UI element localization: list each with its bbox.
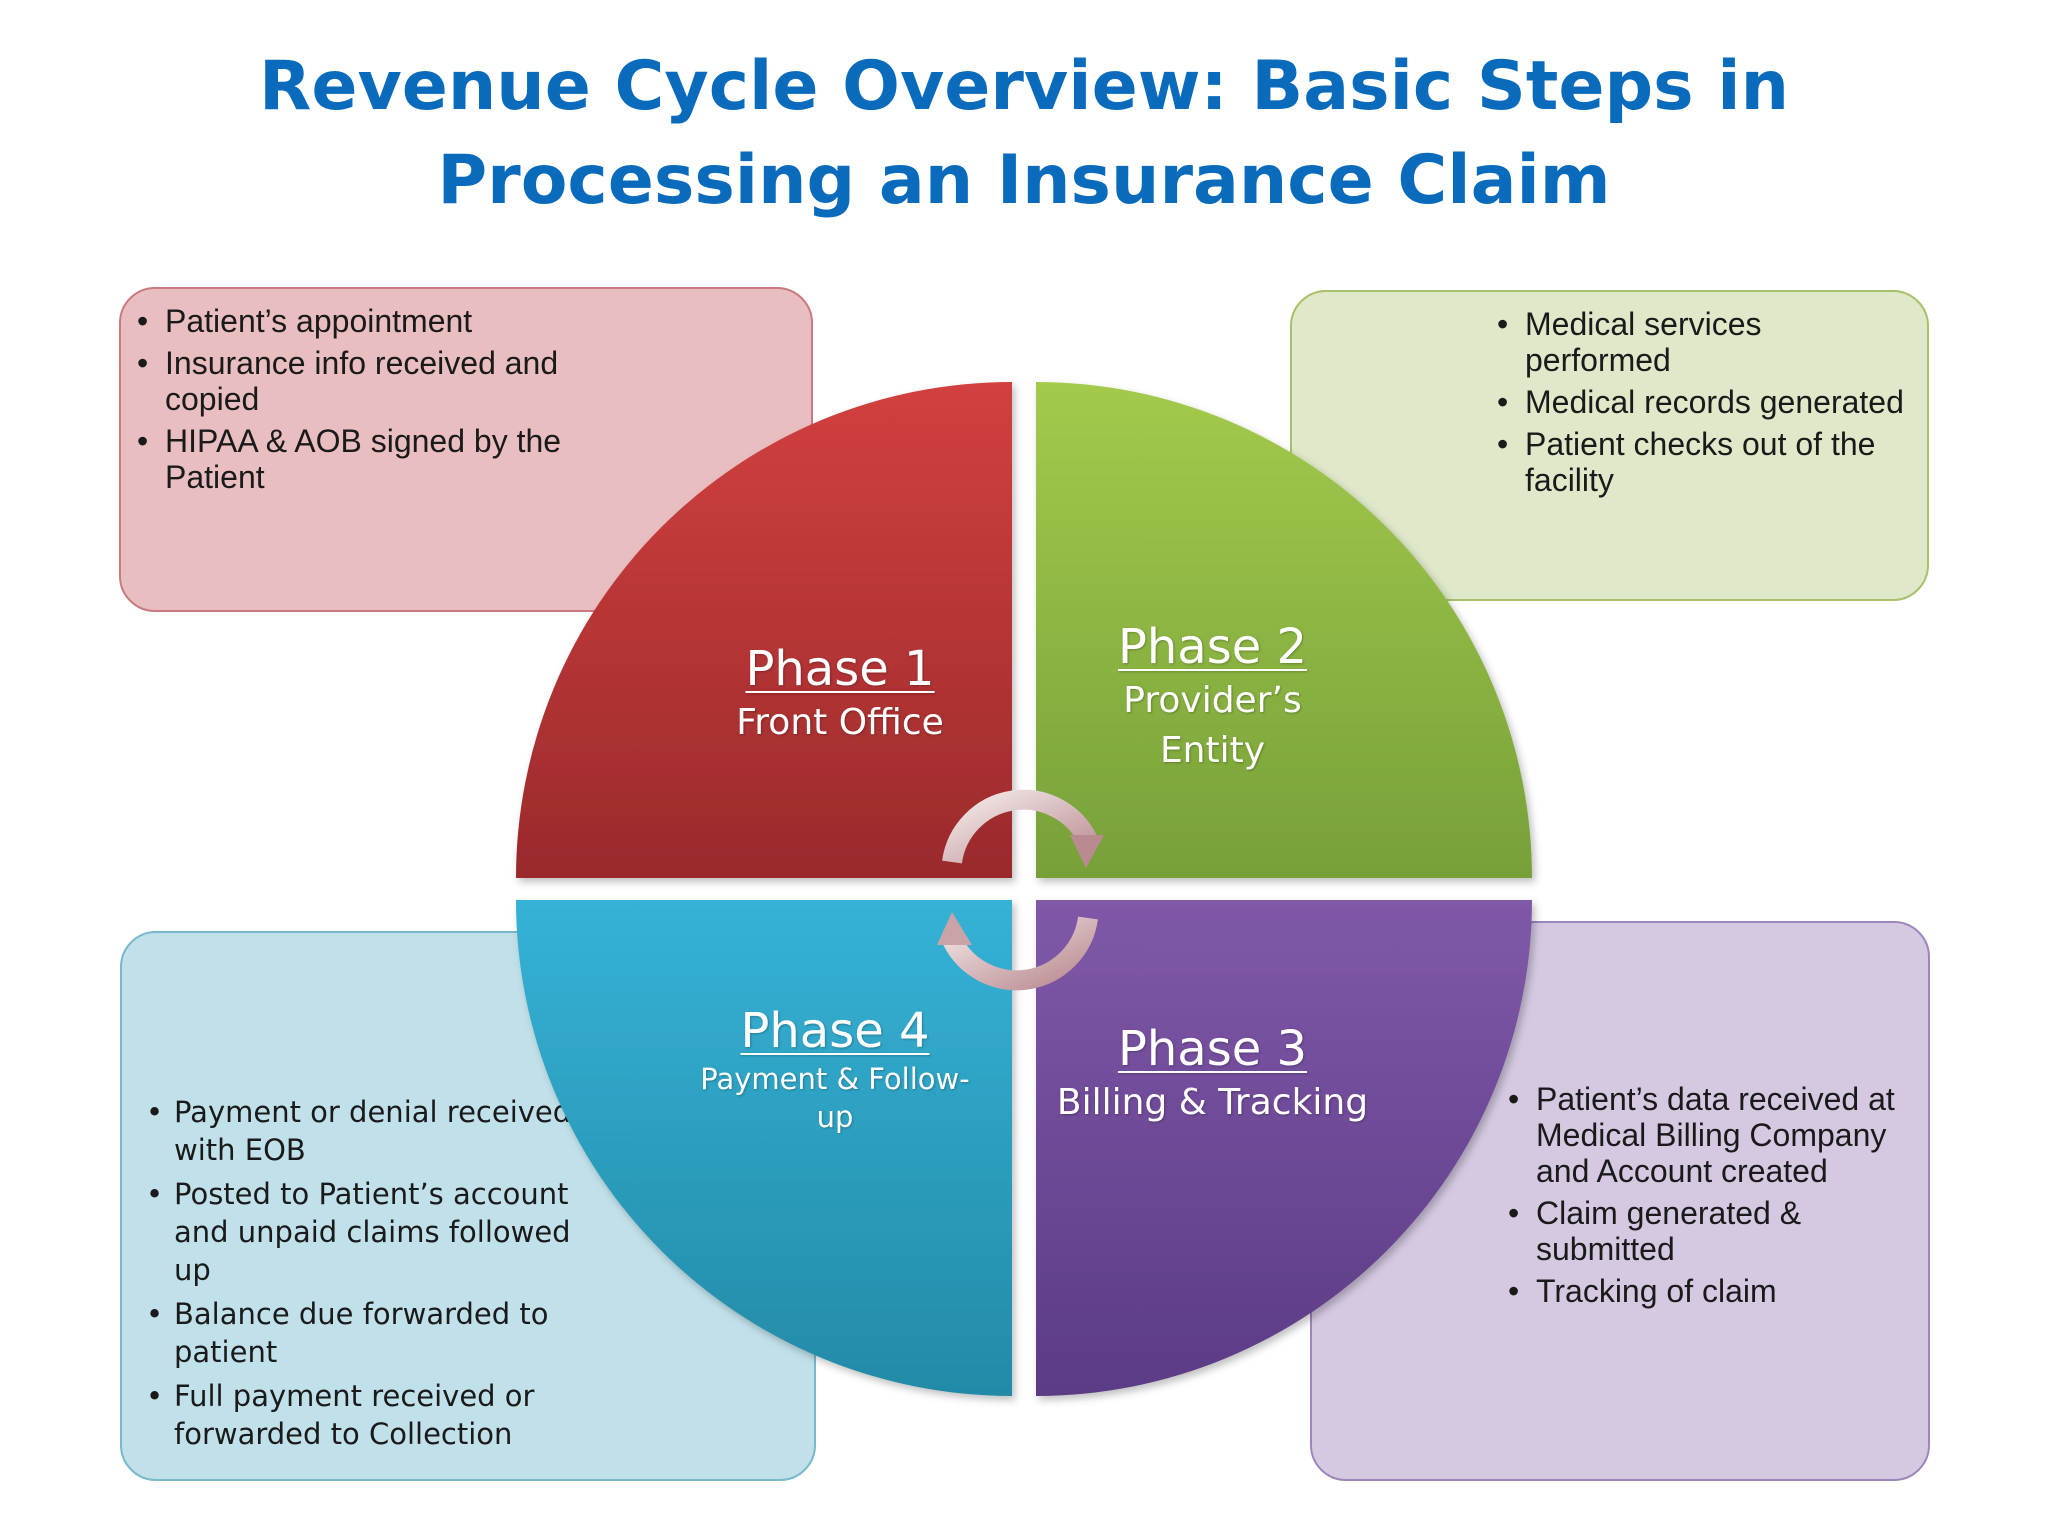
phase-2-name: Provider’s Entity — [1123, 680, 1302, 771]
phase-4-heading: Phase 4 — [740, 1003, 930, 1059]
bullet-item: Patient’s data received at Medical Billi… — [1506, 1081, 1918, 1189]
bullet-item: Payment or denial received with EOB — [144, 1093, 574, 1169]
bullet-item: Posted to Patient’s account and unpaid c… — [144, 1175, 574, 1289]
bullet-item: Balance due forwarded to patient — [144, 1295, 574, 1371]
phase-2-bullet-list: Medical services performed Medical recor… — [1495, 306, 1915, 504]
bullet-item: Claim generated & submitted — [1506, 1195, 1918, 1267]
bullet-item: Insurance info received and copied — [135, 345, 655, 417]
phase-3-name: Billing & Tracking — [1056, 1082, 1369, 1123]
cycle-arrow-top-icon — [942, 789, 1104, 868]
phase-2-label: Phase 2 Provider’s Entity — [1080, 618, 1345, 776]
bullet-item: Tracking of claim — [1506, 1273, 1918, 1309]
phase-4-bullet-list: Payment or denial received with EOB Post… — [144, 1093, 574, 1459]
page-title: Revenue Cycle Overview: Basic Steps in P… — [258, 47, 1790, 220]
phase-1-quadrant — [516, 382, 1012, 878]
bullet-item: Patient checks out of the facility — [1495, 426, 1915, 498]
phase-3-quadrant — [1036, 900, 1532, 1396]
phase-1-bullet-list: Patient’s appointment Insurance info rec… — [135, 303, 655, 501]
bullet-item: Medical services performed — [1495, 306, 1915, 378]
phase-4-label: Phase 4 Payment & Follow-up — [690, 1002, 980, 1136]
phase-3-label: Phase 3 Billing & Tracking — [1040, 1020, 1385, 1128]
phase-2-quadrant — [1036, 382, 1532, 878]
phase-1-name: Front Office — [736, 702, 944, 743]
phase-3-bullet-list: Patient’s data received at Medical Billi… — [1506, 1081, 1918, 1315]
phase-2-heading: Phase 2 — [1117, 619, 1308, 675]
cycle-arrow-bottom-icon — [937, 912, 1098, 991]
bullet-item: Full payment received or forwarded to Co… — [144, 1377, 574, 1453]
phase-3-heading: Phase 3 — [1117, 1021, 1308, 1077]
bullet-item: Patient’s appointment — [135, 303, 655, 339]
phase-1-heading: Phase 1 — [745, 641, 935, 697]
bullet-item: HIPAA & AOB signed by the Patient — [135, 423, 655, 495]
phase-4-quadrant — [516, 900, 1012, 1396]
phase-4-name: Payment & Follow-up — [700, 1062, 970, 1134]
phase-1-label: Phase 1 Front Office — [690, 640, 990, 748]
bullet-item: Medical records generated — [1495, 384, 1915, 420]
